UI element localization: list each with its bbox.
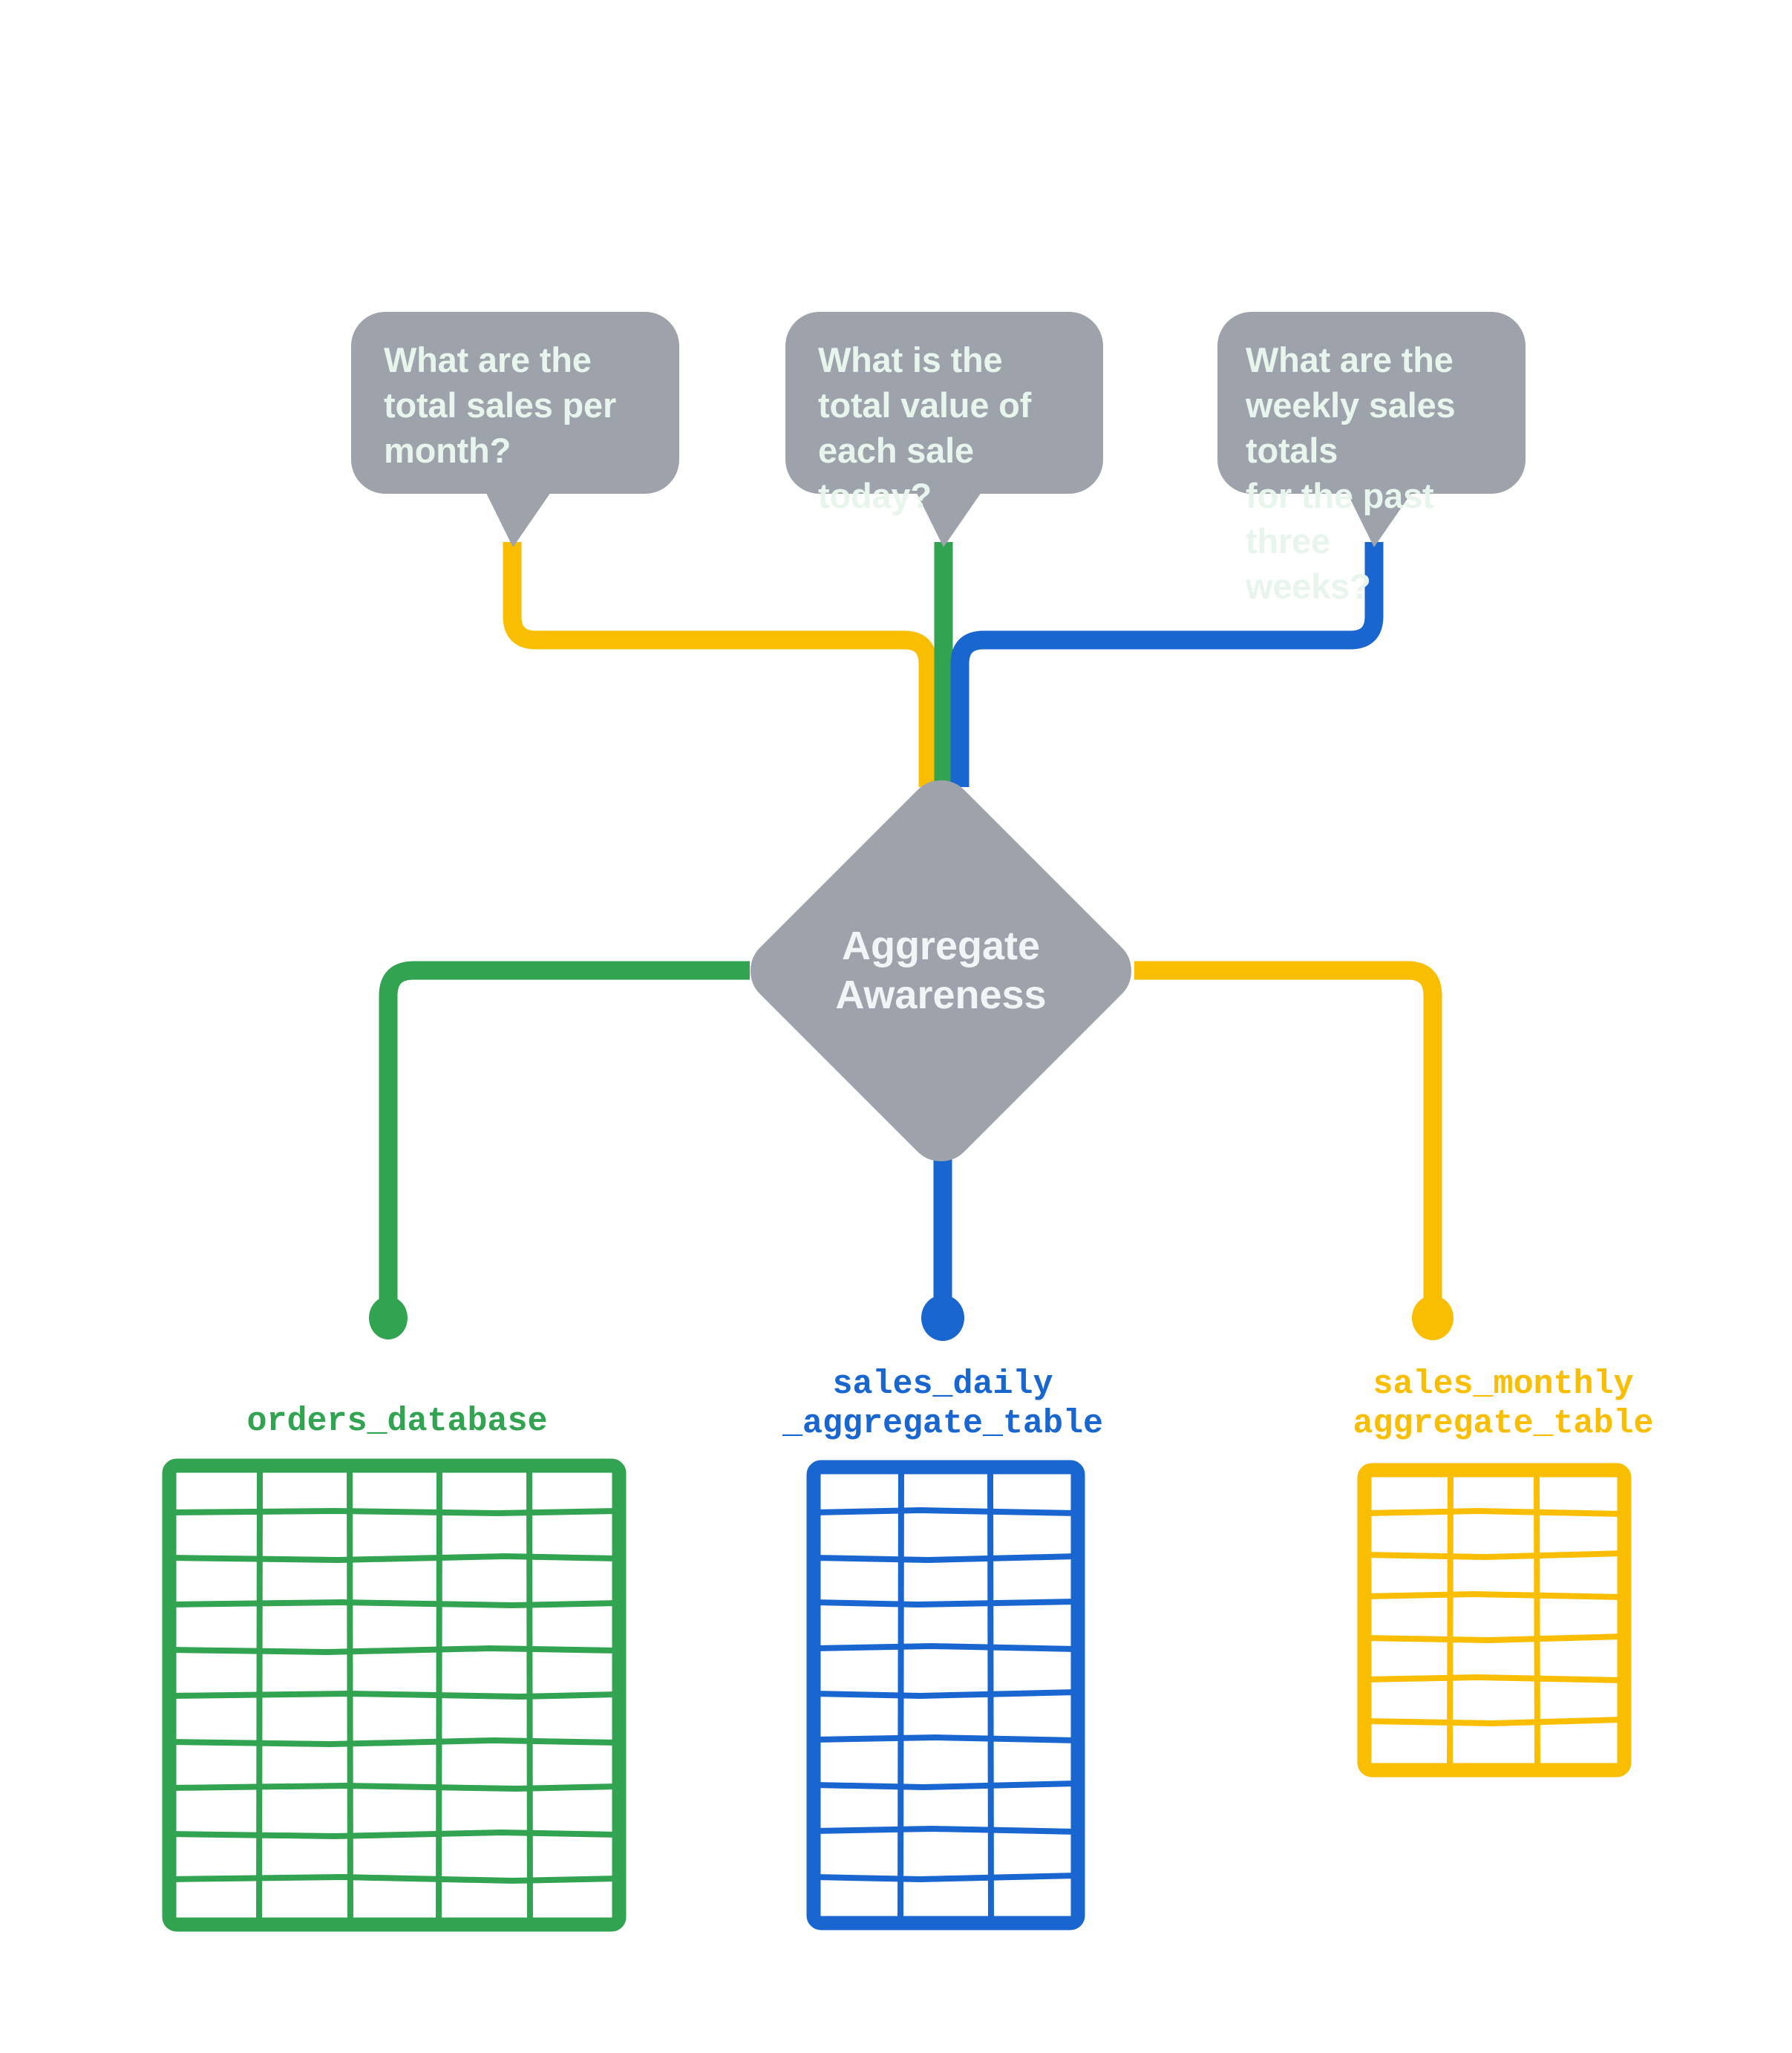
caption-orders-database: orders_database [246, 1403, 548, 1440]
question-bubble-weekly-text: What are the weekly sales totals for the… [1246, 340, 1456, 607]
caption-sales-monthly-aggregate-table: sales_monthly aggregate_table [1353, 1365, 1654, 1443]
bubble-tail-weekly [1342, 483, 1419, 547]
table-orders-database-border [162, 1458, 627, 1932]
caption-sales-daily-aggregate-table: sales_daily _aggregate_table [782, 1365, 1104, 1443]
bubble-tail-daily [912, 483, 988, 547]
bubble-tail-monthly [481, 483, 557, 547]
table-sales-daily-border [806, 1460, 1085, 1930]
table-sales-monthly-border [1357, 1463, 1632, 1778]
endpoint-dot-green [369, 1296, 408, 1339]
connector-blue-question-to-node [950, 542, 1384, 787]
question-bubble-weekly[interactable]: What are the weekly sales totals for the… [1217, 312, 1526, 606]
diamond-shape [751, 780, 1131, 1161]
table-orders-database[interactable] [162, 1458, 627, 1932]
endpoint-dot-yellow [1412, 1296, 1453, 1340]
table-sales-monthly-aggregate[interactable] [1357, 1463, 1632, 1778]
connector-yellow-question-to-node [503, 542, 938, 787]
connector-green-node-to-orders-database [379, 961, 750, 1318]
question-bubble-monthly[interactable]: What are the total sales per month? [351, 312, 679, 494]
question-bubble-daily-text: What is the total value of each sale tod… [818, 340, 1032, 516]
question-bubble-monthly-text: What are the total sales per month? [384, 340, 617, 471]
table-sales-daily-aggregate[interactable] [806, 1460, 1085, 1930]
endpoint-dot-blue [921, 1295, 964, 1341]
question-bubble-daily[interactable]: What is the total value of each sale tod… [785, 312, 1103, 515]
connector-yellow-node-to-sales-monthly [1134, 961, 1442, 1318]
